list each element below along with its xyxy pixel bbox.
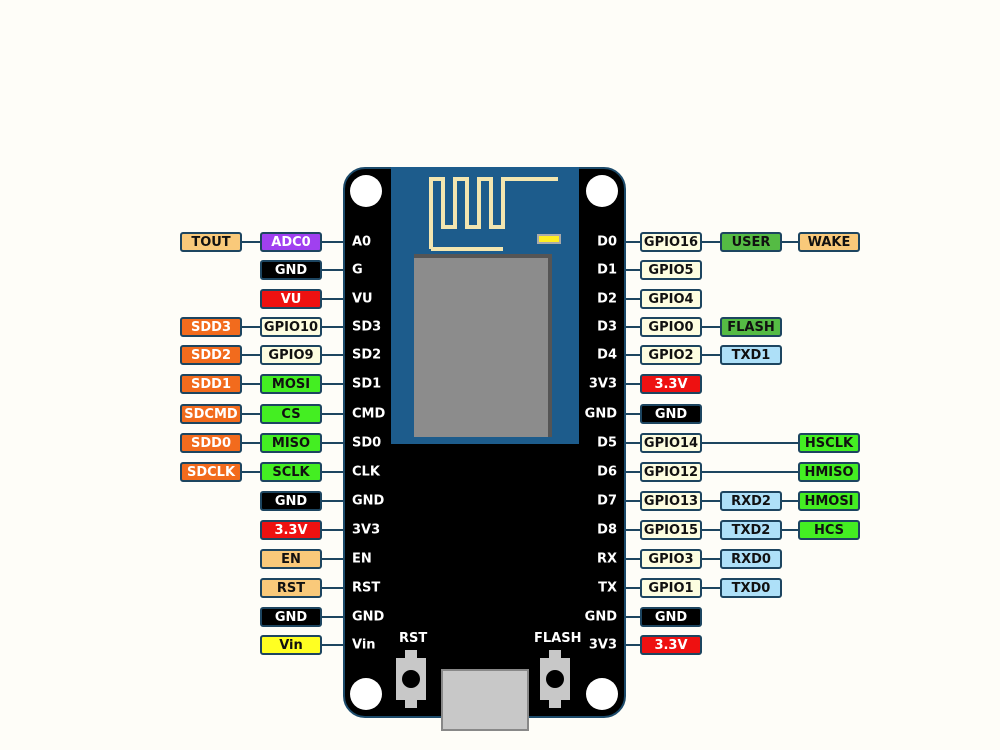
pin-function-badge: CS	[260, 404, 322, 424]
pin-label: A0	[352, 234, 372, 250]
mount-hole	[586, 678, 618, 710]
pin-function-badge: RXD0	[720, 549, 782, 569]
pin-function-badge: Vin	[260, 635, 322, 655]
rst-button[interactable]	[396, 650, 426, 708]
pin-label: SD1	[352, 376, 382, 392]
pin-label: D6	[597, 464, 617, 480]
pin-function-badge: GPIO2	[640, 345, 702, 365]
pin-function-badge: MISO	[260, 433, 322, 453]
pin-function-badge: GPIO15	[640, 520, 702, 540]
pin-function-badge: TXD2	[720, 520, 782, 540]
mount-hole	[350, 175, 382, 207]
pin-function-badge: GPIO10	[260, 317, 322, 337]
pin-function-badge: GPIO0	[640, 317, 702, 337]
connector-line	[626, 442, 828, 444]
pin-label: VU	[352, 291, 373, 307]
pin-function-badge: VU	[260, 289, 322, 309]
pin-label: D8	[597, 522, 617, 538]
pin-label: RST	[352, 580, 381, 596]
pin-label: D0	[597, 234, 617, 250]
pin-label: SD0	[352, 435, 382, 451]
pin-function-badge: GPIO14	[640, 433, 702, 453]
rst-button-label: RST	[399, 631, 428, 646]
pin-function-badge: GPIO16	[640, 232, 702, 252]
pin-function-badge: GND	[260, 491, 322, 511]
pin-label: Vin	[352, 637, 376, 653]
status-led	[537, 234, 561, 244]
pin-function-badge: GPIO9	[260, 345, 322, 365]
pin-label: 3V3	[588, 637, 617, 653]
pin-function-badge: EN	[260, 549, 322, 569]
pin-function-badge: GND	[260, 260, 322, 280]
pin-function-badge: HSCLK	[798, 433, 860, 453]
pin-label: CMD	[352, 406, 386, 422]
pin-function-badge: GPIO13	[640, 491, 702, 511]
pin-function-badge: RST	[260, 578, 322, 598]
pin-function-badge: TXD0	[720, 578, 782, 598]
pin-function-badge: SDD1	[180, 374, 242, 394]
pin-function-badge: GND	[640, 404, 702, 424]
pin-function-badge: 3.3V	[260, 520, 322, 540]
pin-function-badge: HMISO	[798, 462, 860, 482]
mount-hole	[350, 678, 382, 710]
pin-function-badge: USER	[720, 232, 782, 252]
pin-function-badge: SCLK	[260, 462, 322, 482]
pin-label: G	[352, 262, 363, 278]
pin-label: D7	[597, 493, 617, 509]
pin-function-badge: GPIO3	[640, 549, 702, 569]
pin-function-badge: SDD2	[180, 345, 242, 365]
shield-chip	[414, 254, 552, 437]
pin-function-badge: SDCLK	[180, 462, 242, 482]
pin-function-badge: GPIO12	[640, 462, 702, 482]
pin-function-badge: SDD3	[180, 317, 242, 337]
pin-label: CLK	[352, 464, 380, 480]
pin-label: D1	[597, 262, 617, 278]
pin-label: D5	[597, 435, 617, 451]
pin-function-badge: 3.3V	[640, 635, 702, 655]
pin-function-badge: SDD0	[180, 433, 242, 453]
antenna-trace-icon	[429, 177, 558, 251]
pin-function-badge: GPIO1	[640, 578, 702, 598]
pin-label: D3	[597, 319, 617, 335]
pin-function-badge: RXD2	[720, 491, 782, 511]
pin-label: GND	[352, 609, 385, 625]
pin-label: GND	[584, 406, 617, 422]
pin-label: TX	[598, 580, 617, 596]
pin-function-badge: WAKE	[798, 232, 860, 252]
usb-port	[441, 669, 529, 731]
flash-button[interactable]	[540, 650, 570, 708]
pin-label: 3V3	[352, 522, 381, 538]
pin-function-badge: SDCMD	[180, 404, 242, 424]
pin-label: D4	[597, 347, 617, 363]
flash-button-label: FLASH	[534, 631, 582, 646]
pin-function-badge: GPIO5	[640, 260, 702, 280]
pin-label: D2	[597, 291, 617, 307]
pin-label: GND	[352, 493, 385, 509]
pin-label: SD3	[352, 319, 382, 335]
pin-label: SD2	[352, 347, 382, 363]
pin-function-badge: 3.3V	[640, 374, 702, 394]
pin-function-badge: GPIO4	[640, 289, 702, 309]
pin-function-badge: FLASH	[720, 317, 782, 337]
mount-hole	[586, 175, 618, 207]
pin-label: EN	[352, 551, 372, 567]
pin-label: GND	[584, 609, 617, 625]
pin-label: 3V3	[588, 376, 617, 392]
pin-function-badge: TXD1	[720, 345, 782, 365]
pin-function-badge: HCS	[798, 520, 860, 540]
pin-label: RX	[596, 551, 617, 567]
pin-function-badge: GND	[260, 607, 322, 627]
pin-function-badge: ADC0	[260, 232, 322, 252]
pin-function-badge: MOSI	[260, 374, 322, 394]
connector-line	[626, 471, 828, 473]
pin-function-badge: HMOSI	[798, 491, 860, 511]
pin-function-badge: GND	[640, 607, 702, 627]
pin-function-badge: TOUT	[180, 232, 242, 252]
